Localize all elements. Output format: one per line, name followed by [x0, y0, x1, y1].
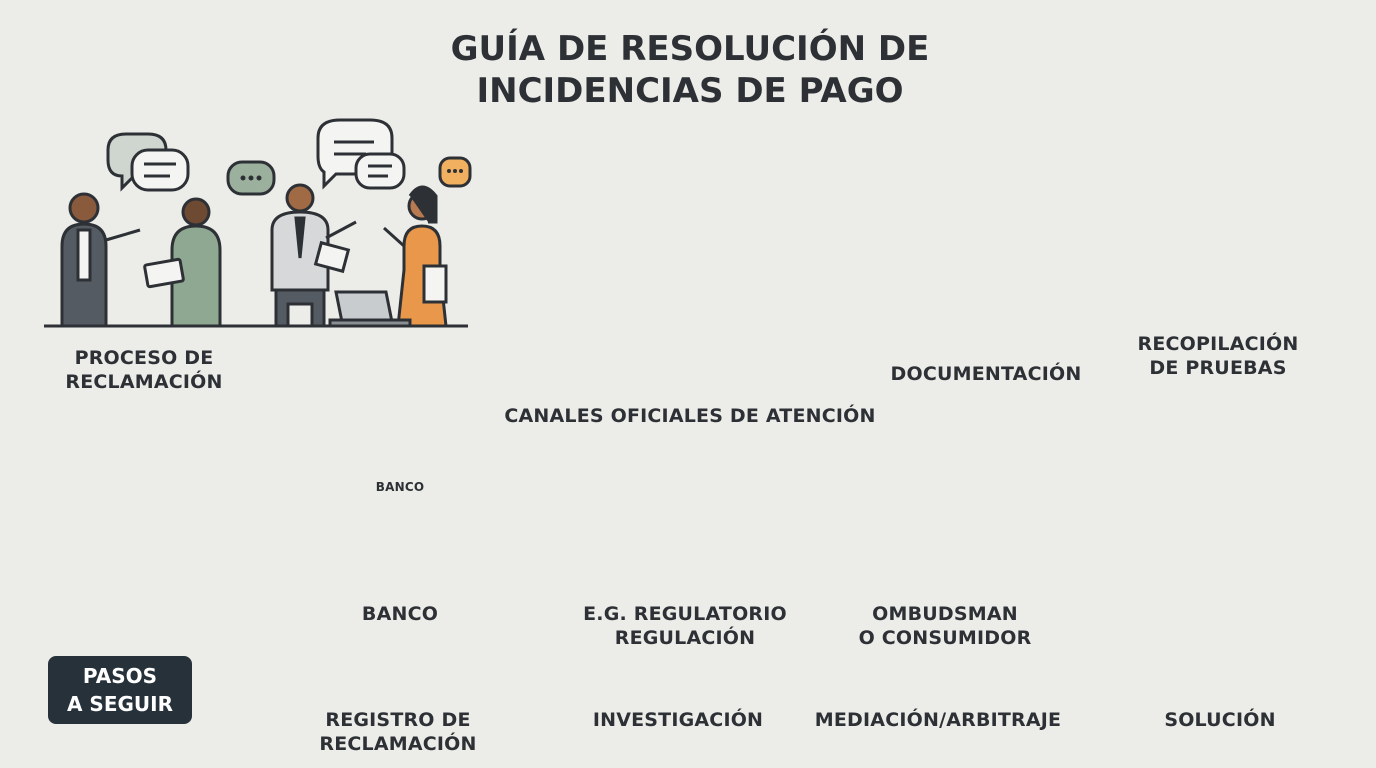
step-label: SOLUCIÓN — [1164, 709, 1276, 731]
documentation-label: DOCUMENTACIÓN — [890, 363, 1082, 385]
bank-label: BANCO — [361, 603, 439, 625]
regulator-label: E.G. REGULATORIO REGULACIÓN — [583, 603, 787, 649]
page-title: GUÍA DE RESOLUCIÓN DE INCIDENCIAS DE PAG… — [450, 29, 930, 111]
step-label: MEDIACIÓN/ARBITRAJE — [814, 709, 1062, 731]
step-label: REGISTRO DE RECLAMACIÓN — [319, 709, 477, 755]
evidence-label: RECOPILACIÓN DE PRUEBAS — [1137, 333, 1299, 379]
ombudsman-label: OMBUDSMAN O CONSUMIDOR — [858, 603, 1032, 649]
channels-heading: CANALES OFICIALES DE ATENCIÓN — [504, 405, 876, 427]
people-discussion-illustration — [44, 118, 472, 328]
step-label: INVESTIGACIÓN — [592, 709, 764, 731]
claim-process-label: PROCESO DE RECLAMACIÓN — [65, 347, 223, 393]
bank-sign-text: BANCO — [375, 480, 425, 494]
speech-bubble-icon — [106, 118, 472, 196]
steps-to-follow-badge: PASOS A SEGUIR — [48, 656, 192, 724]
